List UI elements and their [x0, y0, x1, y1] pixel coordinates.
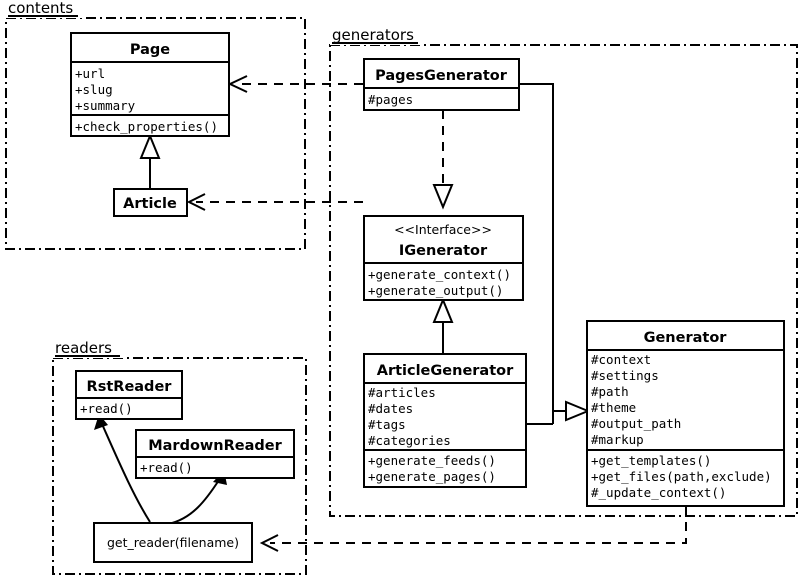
package-contents-label: contents	[8, 0, 73, 17]
package-readers-label-bg	[53, 340, 125, 358]
class-igenerator-frame	[363, 215, 524, 301]
class-mardownreader-frame	[135, 429, 295, 479]
arrowhead-articlegenerator-realizes-igenerator	[432, 297, 454, 323]
class-page-attribute: +slug	[75, 82, 113, 97]
function-get-reader-frame	[93, 522, 253, 563]
class-box-page[interactable]: Page +url +slug +summary +check_properti…	[70, 32, 230, 137]
class-articlegenerator-attribute: #articles	[368, 385, 436, 400]
class-generator-method: +get_templates()	[591, 453, 711, 468]
class-articlegenerator-name: ArticleGenerator	[377, 363, 514, 379]
package-readers-label: readers	[55, 339, 112, 357]
class-rstreader-name: RstReader	[87, 379, 173, 395]
class-mardownreader-method: +read()	[140, 460, 193, 475]
class-articlegenerator-frame	[363, 353, 527, 488]
class-articlegenerator-method: +generate_feeds()	[368, 453, 496, 468]
class-pagesgenerator-attribute: #pages	[368, 92, 413, 107]
package-contents-label-bg	[6, 0, 86, 18]
class-igenerator-name: IGenerator	[399, 243, 488, 259]
class-article-frame	[113, 188, 188, 217]
class-article-name: Article	[123, 196, 177, 212]
link-generator-head-stem	[553, 404, 567, 418]
function-get-reader-label: get_reader(filename)	[107, 535, 239, 550]
class-articlegenerator-attribute: #dates	[368, 401, 413, 416]
function-box-get-reader[interactable]: get_reader(filename)	[93, 522, 253, 563]
class-box-mardownreader[interactable]: MardownReader +read()	[135, 429, 295, 479]
class-pagesgenerator-name: PagesGenerator	[375, 68, 508, 84]
class-generator-attribute: #theme	[591, 400, 636, 415]
class-generator-attribute: #output_path	[591, 416, 681, 431]
class-igenerator-method: +generate_context()	[368, 267, 511, 282]
link-getreader-creates-mardownreader	[167, 479, 220, 525]
link-generator-uses-getreader	[270, 506, 687, 544]
package-contents-border	[5, 17, 306, 250]
class-pagesgenerator-frame	[363, 58, 520, 111]
class-box-generator[interactable]: Generator #context #settings #path #them…	[586, 320, 785, 507]
class-rstreader-frame	[75, 370, 183, 420]
class-igenerator-method: +generate_output()	[368, 283, 503, 298]
class-page-frame	[70, 32, 230, 137]
class-generator-attribute: #path	[591, 384, 629, 399]
class-articlegenerator-attribute: #categories	[368, 433, 451, 448]
class-rstreader-method: +read()	[80, 401, 133, 416]
class-generator-name: Generator	[644, 330, 728, 346]
class-mardownreader-name: MardownReader	[148, 438, 282, 454]
class-articlegenerator-method: +generate_pages()	[368, 469, 496, 484]
package-generators-border	[329, 44, 798, 517]
class-box-rstreader[interactable]: RstReader +read()	[75, 370, 183, 420]
class-box-article[interactable]: Article	[113, 188, 188, 217]
class-generator-method: #_update_context()	[591, 485, 726, 500]
package-generators-label: generators	[332, 26, 414, 44]
package-generators-label-bg	[330, 27, 422, 45]
class-box-articlegenerator[interactable]: ArticleGenerator #articles #dates #tags …	[363, 353, 527, 488]
package-readers-border	[52, 357, 307, 575]
class-articlegenerator-attribute: #tags	[368, 417, 406, 432]
arrowhead-pagesgenerator-realizes-igenerator	[432, 184, 454, 210]
class-page-attribute: +url	[75, 66, 105, 81]
arrowhead-article-inherits-page	[139, 133, 161, 159]
class-generator-method: +get_files(path,exclude)	[591, 469, 772, 484]
class-box-igenerator[interactable]: <<Interface>> IGenerator +generate_conte…	[363, 215, 524, 301]
class-generator-attribute: #markup	[591, 432, 644, 447]
class-igenerator-stereotype: <<Interface>>	[394, 222, 492, 237]
arrowhead-articlegenerator-uses-article	[186, 193, 206, 211]
class-page-name: Page	[130, 42, 170, 58]
arrowhead-inherits-generator	[565, 400, 591, 422]
class-page-attribute: +summary	[75, 98, 136, 113]
class-page-method: +check_properties()	[75, 119, 218, 134]
class-generator-frame	[586, 320, 785, 507]
class-generator-attribute: #context	[591, 352, 651, 367]
class-box-pagesgenerator[interactable]: PagesGenerator #pages	[363, 58, 520, 111]
arrowhead-getreader-creates-rstreader	[94, 414, 108, 430]
arrowhead-generator-uses-getreader	[259, 534, 279, 552]
class-generator-attribute: #settings	[591, 368, 659, 383]
link-getreader-creates-rstreader	[101, 423, 151, 523]
